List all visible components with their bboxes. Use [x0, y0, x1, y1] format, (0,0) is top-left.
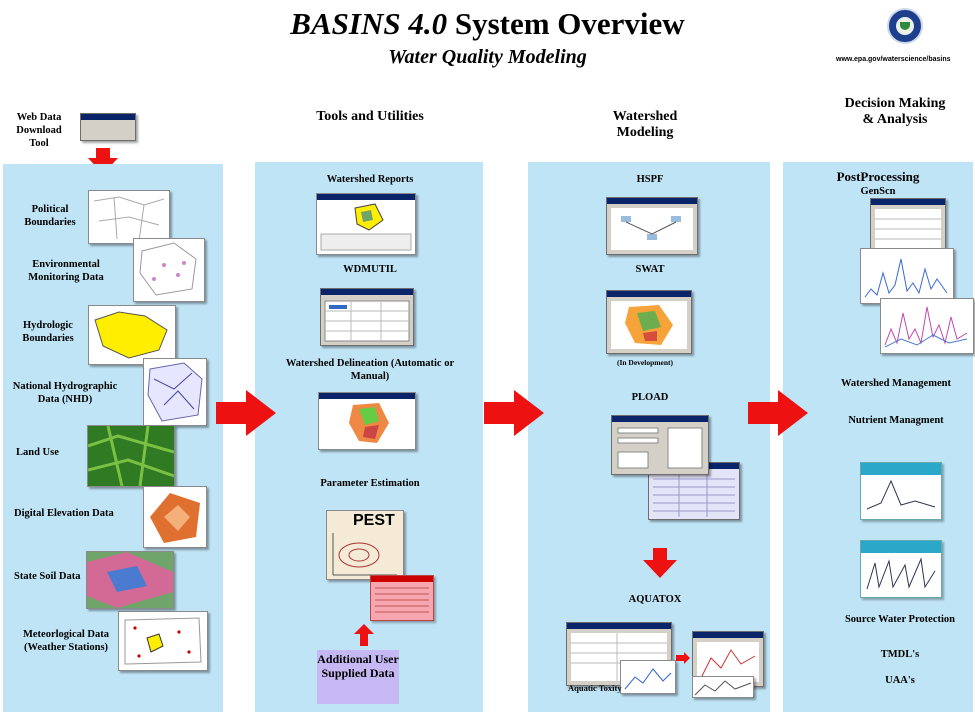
- genscn-label: GenScn: [860, 186, 896, 197]
- swat-label: SWAT: [635, 264, 665, 275]
- tools-heading: Tools and Utilities: [316, 109, 424, 124]
- data-item-label: State Soil Data: [14, 571, 81, 582]
- aquatox-chart-thumb: [620, 660, 676, 694]
- elevation-map: [143, 486, 207, 548]
- title-rest: System Overview: [454, 6, 685, 41]
- pload-screenshot: [611, 415, 709, 475]
- genscn-timeseries-chart-2: [880, 298, 974, 354]
- data-item-label: Digital Elevation Data: [14, 508, 114, 519]
- right-arrow-icon: [216, 390, 276, 436]
- in-development-label: (In Development): [616, 358, 674, 367]
- hspf-screenshot: [606, 197, 698, 255]
- download-tool-label: Web Data Download Tool: [16, 112, 62, 149]
- data-item-label: National Hydrographic Data (NHD): [12, 381, 118, 405]
- data-item-label: Political Boundaries: [24, 204, 76, 228]
- data-item-label: Meteorlogical Data (Weather Stations): [22, 629, 109, 653]
- political-boundaries-map: [88, 190, 170, 244]
- delineation-label: Watershed Delineation (Automatic or Manu…: [285, 358, 455, 382]
- right-arrow-icon: [484, 390, 544, 436]
- modeling-heading: Watershed Modeling: [612, 109, 678, 140]
- aquatox-graph-thumb: [692, 676, 754, 698]
- website-url: www.epa.gov/waterscience/basins: [836, 56, 951, 63]
- watershed-reports-label: Watershed Reports: [326, 174, 414, 185]
- nutrient-management-label: Nutrient Managment: [848, 415, 944, 426]
- data-item-label: Hydrologic Boundaries: [22, 320, 74, 344]
- down-arrow-icon: [88, 148, 118, 174]
- nhd-map: [143, 358, 207, 426]
- data-item-label: Environmental Monitoring Data: [28, 259, 104, 283]
- soil-map: [86, 551, 174, 609]
- pest-screenshot: PEST: [326, 510, 404, 580]
- parameter-estimation-label: Parameter Estimation: [320, 478, 420, 489]
- download-tool-screenshot: [80, 113, 136, 141]
- tmdl-label: TMDL's: [880, 649, 920, 660]
- monitoring-data-map: [133, 238, 205, 302]
- pload-label: PLOAD: [631, 392, 669, 403]
- title-product: BASINS 4.0: [290, 6, 448, 41]
- source-water-chart-slide: [860, 540, 942, 598]
- right-arrow-icon: [748, 390, 808, 436]
- land-use-map: [87, 425, 175, 487]
- additional-data-box: Additional User Supplied Data: [317, 650, 399, 704]
- page-title: BASINS 4.0 System Overview: [0, 6, 975, 42]
- source-water-label: Source Water Protection: [844, 614, 956, 625]
- watershed-management-label: Watershed Management: [841, 378, 951, 389]
- delineation-screenshot: [318, 392, 416, 450]
- down-arrow-icon: [643, 548, 677, 578]
- epa-seal-logo: [887, 8, 923, 44]
- uaa-label: UAA's: [885, 675, 915, 686]
- aquatox-label: AQUATOX: [628, 594, 682, 605]
- watershed-reports-screenshot: [316, 193, 416, 255]
- page-subtitle: Water Quality Modeling: [388, 46, 587, 68]
- weather-stations-map: [118, 611, 208, 671]
- right-arrow-small-icon: [676, 652, 690, 664]
- nutrient-chart-slide: [860, 462, 942, 520]
- pest-logo-text: PEST: [353, 512, 395, 529]
- aquatic-toxicity-label: Aquatic Toxity: [568, 683, 622, 693]
- decision-heading: Decision Making & Analysis: [844, 96, 946, 127]
- hydrologic-boundaries-map: [88, 305, 176, 365]
- up-arrow-icon: [354, 624, 374, 646]
- pest-results-window: [370, 575, 434, 621]
- swat-screenshot: [606, 290, 692, 354]
- genscn-timeseries-chart-1: [860, 248, 954, 304]
- wdmutil-label: WDMUTIL: [343, 264, 397, 275]
- data-item-label: Land Use: [16, 447, 59, 458]
- hspf-label: HSPF: [636, 174, 664, 185]
- wdmutil-screenshot: [320, 288, 414, 346]
- postprocessing-label: PostProcessing: [836, 169, 920, 184]
